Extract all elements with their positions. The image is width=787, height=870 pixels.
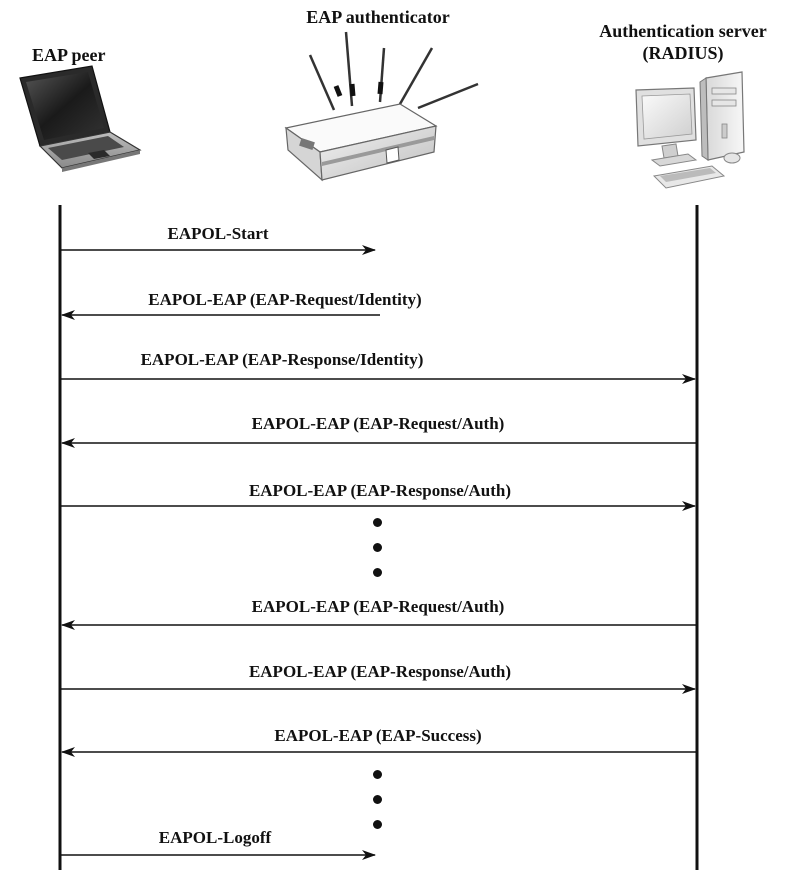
ellipsis-dot: [373, 518, 382, 527]
message-label: EAPOL-Start: [167, 224, 269, 243]
ellipsis-dot: [373, 568, 382, 577]
ellipsis-dot: [373, 770, 382, 779]
message-label: EAPOL-EAP (EAP-Request/Identity): [148, 290, 422, 309]
message-label: EAPOL-EAP (EAP-Request/Auth): [251, 414, 505, 433]
message-label: EAPOL-EAP (EAP-Response/Auth): [248, 481, 512, 500]
message-label: EAPOL-EAP (EAP-Response/Identity): [140, 350, 424, 369]
ellipsis-dot: [373, 820, 382, 829]
ellipsis-dot: [373, 543, 382, 552]
authenticator-title: EAP authenticator: [306, 7, 450, 27]
peer-title: EAP peer: [32, 45, 106, 65]
server-title-line2: (RADIUS): [642, 43, 724, 63]
server-computer-icon: [635, 71, 745, 189]
ellipsis-dot: [373, 795, 382, 804]
server-title-line1: Authentication server: [599, 21, 767, 41]
message-label: EAPOL-EAP (EAP-Response/Auth): [248, 662, 512, 681]
router-icon: [284, 31, 479, 182]
message-label: EAPOL-Logoff: [158, 828, 272, 847]
message-label: EAPOL-EAP (EAP-Request/Auth): [251, 597, 505, 616]
server-title: Authentication server (RADIUS): [588, 20, 778, 64]
laptop-icon: [19, 65, 142, 172]
message-label: EAPOL-EAP (EAP-Success): [274, 726, 482, 745]
